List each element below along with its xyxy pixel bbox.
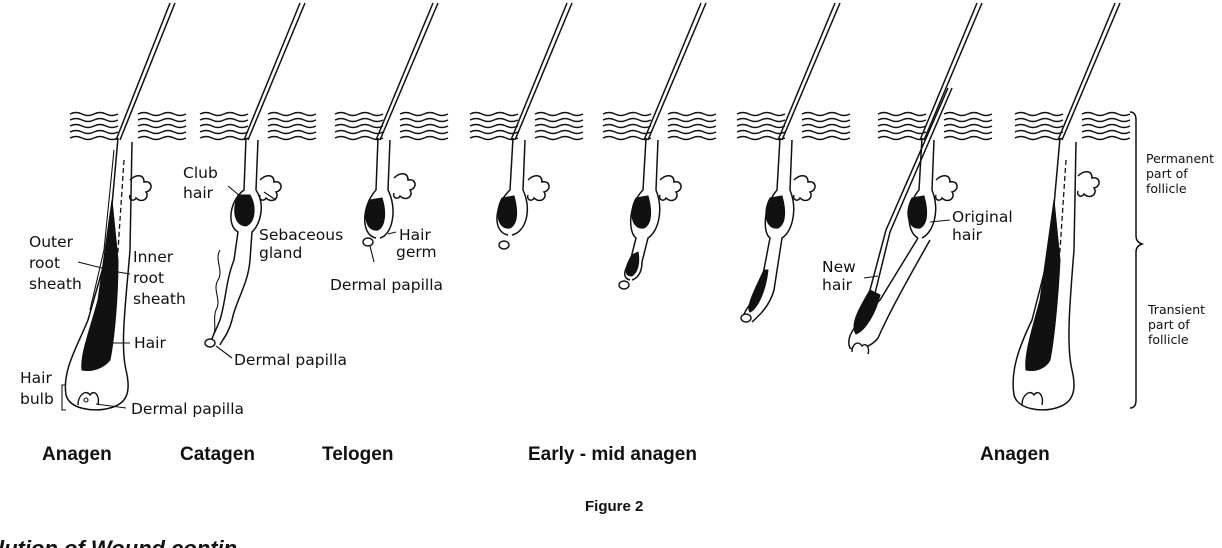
follicle-early-anagen-a xyxy=(469,2,584,250)
follicle-new-hair xyxy=(848,2,993,355)
follicle-anagen-1 xyxy=(61,2,187,411)
stage-name-telogen: Telogen xyxy=(322,444,393,465)
stage-name-anagen-1: Anagen xyxy=(42,444,112,465)
bracket-labels: Permanent part of follicle Transient par… xyxy=(1146,151,1214,347)
dermal-papilla-label-telogen: Dermal papilla xyxy=(330,276,443,294)
follicle-telogen xyxy=(334,2,449,263)
new-hair-label-2: hair xyxy=(822,276,853,294)
follicle-anagen-2 xyxy=(1012,2,1131,411)
stage-names: Anagen Catagen Telogen Early - mid anage… xyxy=(42,444,1050,465)
inner-root-sheath-label-2: root xyxy=(133,269,164,287)
telogen-labels: Hair germ Dermal papilla xyxy=(330,226,443,294)
figure-caption: Figure 2 xyxy=(585,498,643,515)
follicle-part-brackets xyxy=(1129,111,1145,409)
hair-bulb-label-1: Hair xyxy=(20,369,52,387)
transient-part-label-1: Transient xyxy=(1147,302,1205,317)
anagen-labels: Outer root sheath Inner root sheath Hair… xyxy=(20,233,244,418)
transient-part-label-3: follicle xyxy=(1148,332,1189,347)
hair-bulb-label-2: bulb xyxy=(20,390,54,408)
follicle-catagen xyxy=(199,2,317,359)
outer-root-sheath-label-1: Outer xyxy=(29,233,74,251)
follicle-mid-anagen xyxy=(736,2,851,323)
outer-root-sheath-label-2: root xyxy=(29,254,60,272)
follicle-early-anagen-b xyxy=(602,2,717,290)
inner-root-sheath-label-3: sheath xyxy=(133,290,186,308)
transient-part-label-2: part of xyxy=(1148,317,1190,332)
cut-off-heading: lution of Wound contin xyxy=(0,536,237,548)
club-hair-label-2: hair xyxy=(183,184,214,202)
inner-root-sheath-label-1: Inner xyxy=(133,248,174,266)
original-hair-label-2: hair xyxy=(952,226,983,244)
permanent-part-label-3: follicle xyxy=(1146,181,1187,196)
hair-germ-label-2: germ xyxy=(396,243,437,261)
stage-name-catagen: Catagen xyxy=(180,444,255,465)
permanent-part-label-1: Permanent xyxy=(1146,151,1214,166)
dermal-papilla-label-catagen: Dermal papilla xyxy=(234,351,347,369)
new-hair-labels: Original hair New hair xyxy=(822,208,1013,294)
dermal-papilla-label-anagen: Dermal papilla xyxy=(131,400,244,418)
stage-name-early-mid-anagen: Early - mid anagen xyxy=(528,444,697,465)
outer-root-sheath-label-3: sheath xyxy=(29,275,82,293)
catagen-labels: Club hair Sebaceous gland Dermal papilla xyxy=(183,164,347,369)
hair-germ-label-1: Hair xyxy=(399,226,431,244)
new-hair-label-1: New xyxy=(822,258,856,276)
club-hair-label-1: Club xyxy=(183,164,218,182)
sebaceous-gland-label-1: Sebaceous xyxy=(259,226,343,244)
permanent-part-label-2: part of xyxy=(1146,166,1188,181)
original-hair-label-1: Original xyxy=(952,208,1013,226)
hair-label: Hair xyxy=(134,334,166,352)
sebaceous-gland-label-2: gland xyxy=(259,244,302,262)
stage-name-anagen-2: Anagen xyxy=(980,444,1050,465)
